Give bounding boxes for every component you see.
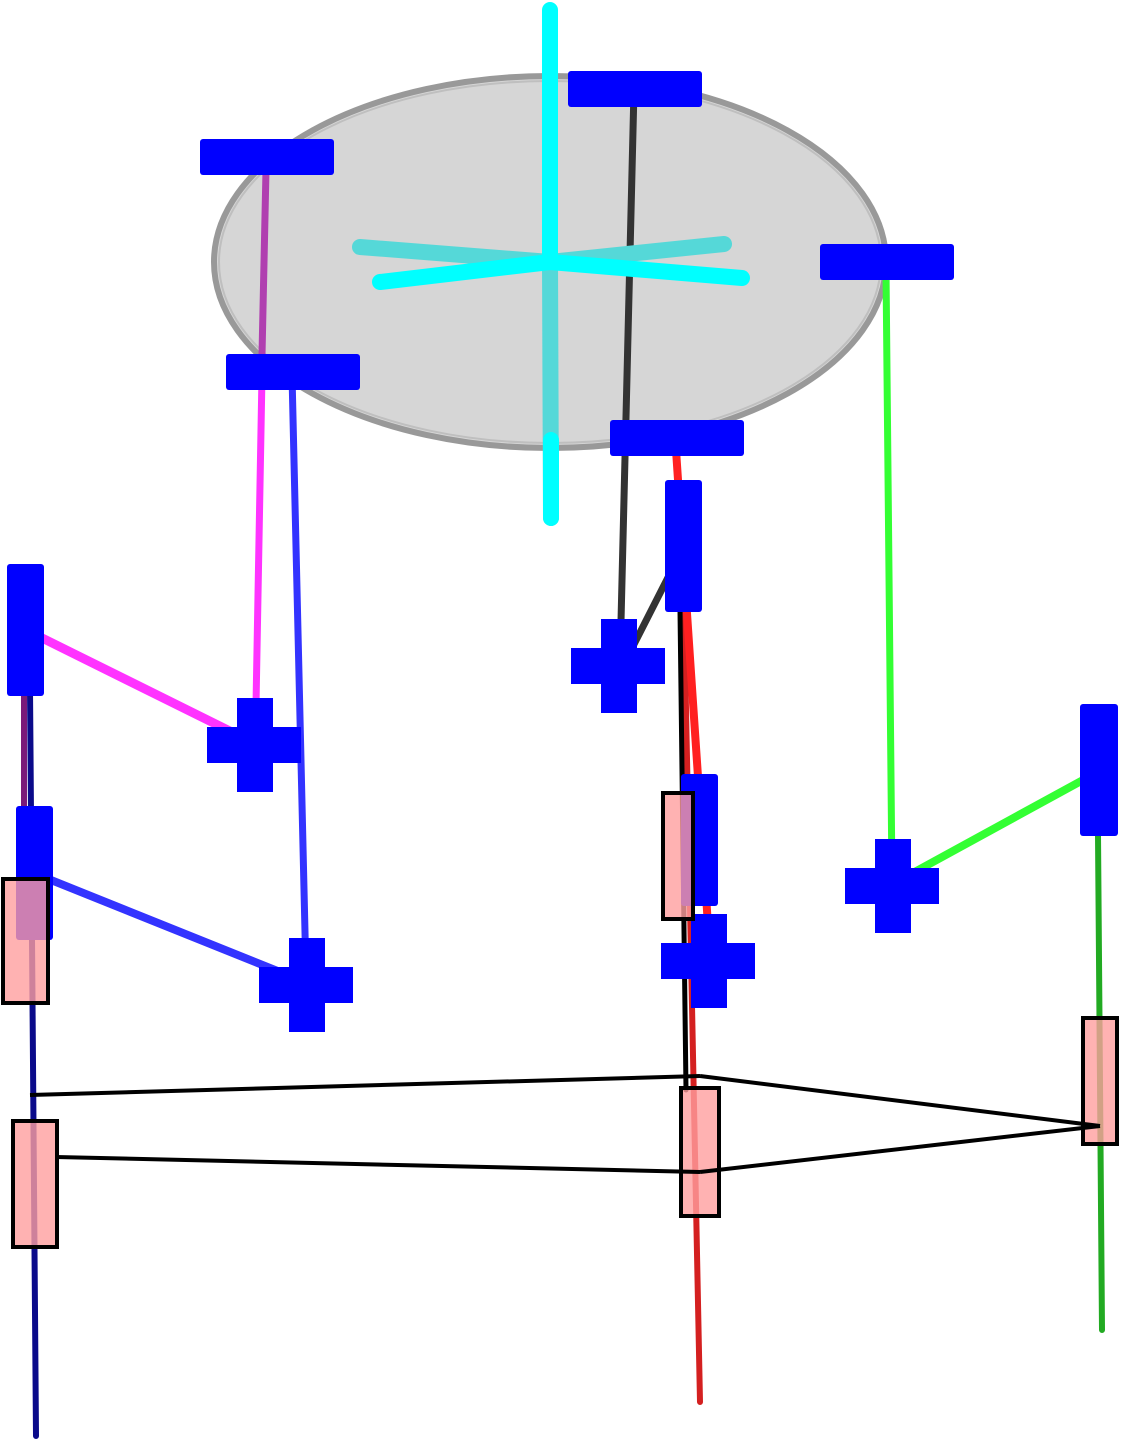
suspension-legs xyxy=(29,86,1098,984)
pole-left xyxy=(27,687,39,1439)
leg-black xyxy=(616,86,638,666)
joint-cross xyxy=(259,938,353,1032)
joint-cross-blocks xyxy=(207,619,939,1032)
cable xyxy=(699,1124,1101,1174)
leg-magenta xyxy=(252,371,266,709)
rotor-blade-front-right xyxy=(542,254,750,286)
cable xyxy=(55,1155,701,1174)
joint-cross xyxy=(207,698,301,792)
vertical-poles xyxy=(21,607,1105,1439)
actuator-block xyxy=(1080,704,1118,836)
sensor-box xyxy=(1081,1016,1119,1146)
joint-cross xyxy=(845,839,939,933)
mount-block xyxy=(820,244,954,280)
mount-block xyxy=(610,420,744,456)
actuator-block xyxy=(665,480,702,612)
mount-block xyxy=(200,139,334,175)
mount-block xyxy=(568,71,702,107)
sensor-box xyxy=(679,1086,721,1218)
cable xyxy=(699,1074,1101,1128)
sensor-box xyxy=(661,791,695,921)
actuator-block xyxy=(7,564,44,696)
sensor-box xyxy=(1,877,50,1005)
leg-green-arm xyxy=(896,770,1098,884)
sensor-box xyxy=(11,1119,59,1249)
rotor-blade-front-left xyxy=(372,254,558,290)
leg-blue-arm xyxy=(32,870,304,984)
leg-magenta-upper xyxy=(258,166,270,359)
cable-frame xyxy=(29,1074,1101,1174)
leg-magenta-arm xyxy=(29,629,257,747)
platform-mount-blocks xyxy=(200,71,954,456)
sensor-boxes xyxy=(1,791,1119,1249)
rotor-cross xyxy=(352,2,750,526)
vertical-actuator-blocks xyxy=(7,480,1118,940)
joint-cross xyxy=(661,914,755,1008)
leg-green xyxy=(882,266,896,884)
leg-blue xyxy=(288,371,310,979)
mount-block xyxy=(226,354,360,390)
joint-cross xyxy=(571,619,665,713)
cable xyxy=(29,1074,701,1097)
